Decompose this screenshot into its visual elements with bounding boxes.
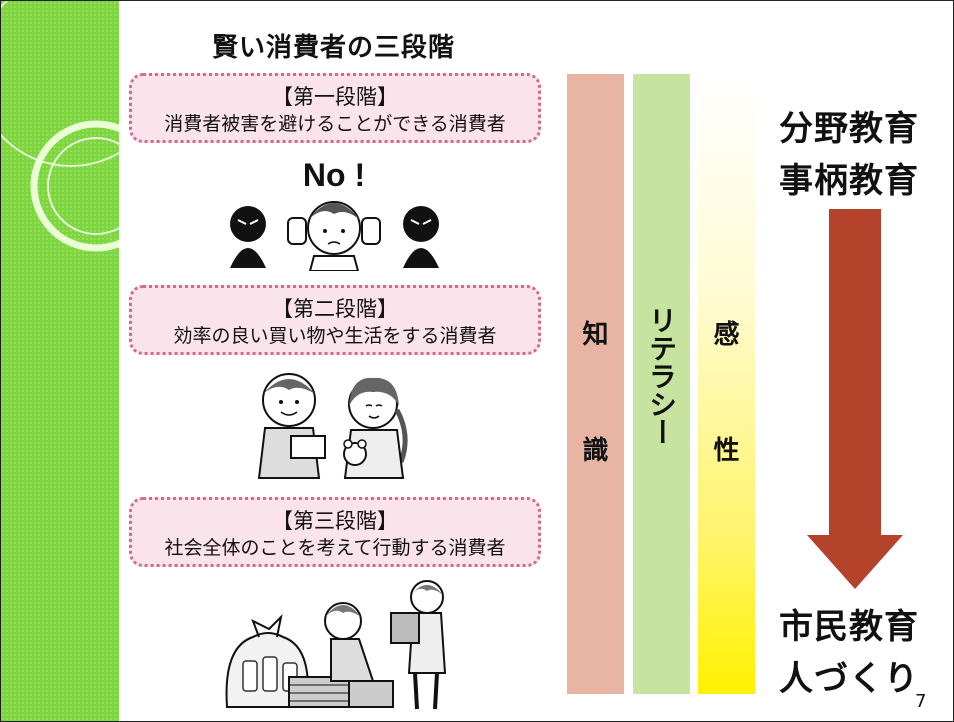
recycling-illustration <box>223 577 463 717</box>
no-exclamation-text: No ! <box>303 157 365 193</box>
stage-2-box: 【第二段階】 効率の良い買い物や生活をする消費者 <box>129 285 541 355</box>
topic-education-label: 事柄教育 <box>779 161 919 201</box>
stage-3-description: 社会全体のことを考えて行動する消費者 <box>164 537 506 559</box>
refusing-scam-illustration: No ! <box>226 156 446 271</box>
stage-1-heading: 【第一段階】 <box>272 85 398 109</box>
stage-1-description: 消費者被害を避けることができる消費者 <box>164 113 506 135</box>
page-number: 7 <box>915 691 927 712</box>
stage-2-description: 効率の良い買い物や生活をする消費者 <box>173 325 497 347</box>
knowledge-bar: 知 識 <box>567 74 624 694</box>
knowledge-char-1: 知 <box>582 320 609 350</box>
literacy-bar: リテラシー <box>633 74 690 694</box>
subject-education-label: 分野教育 <box>779 109 919 149</box>
sensitivity-bar: 感 性 <box>698 74 755 694</box>
decorative-side-band <box>1 1 119 721</box>
slide-title: 賢い消費者の三段階 <box>211 33 455 63</box>
citizen-education-label: 市民教育 <box>779 607 919 647</box>
children-shopping-illustration <box>241 366 431 481</box>
people-building-label: 人づくり <box>779 659 919 699</box>
sensitivity-char-1: 感 <box>713 320 740 350</box>
literacy-label: リテラシー <box>645 306 678 446</box>
down-arrow-icon <box>807 209 903 593</box>
knowledge-char-2: 識 <box>582 436 609 466</box>
stage-2-heading: 【第二段階】 <box>272 297 398 321</box>
decorative-circles <box>1 1 119 252</box>
stage-1-box: 【第一段階】 消費者被害を避けることができる消費者 <box>129 73 541 143</box>
sensitivity-char-2: 性 <box>713 436 740 466</box>
stage-3-box: 【第三段階】 社会全体のことを考えて行動する消費者 <box>129 497 541 567</box>
stage-3-heading: 【第三段階】 <box>272 509 398 533</box>
